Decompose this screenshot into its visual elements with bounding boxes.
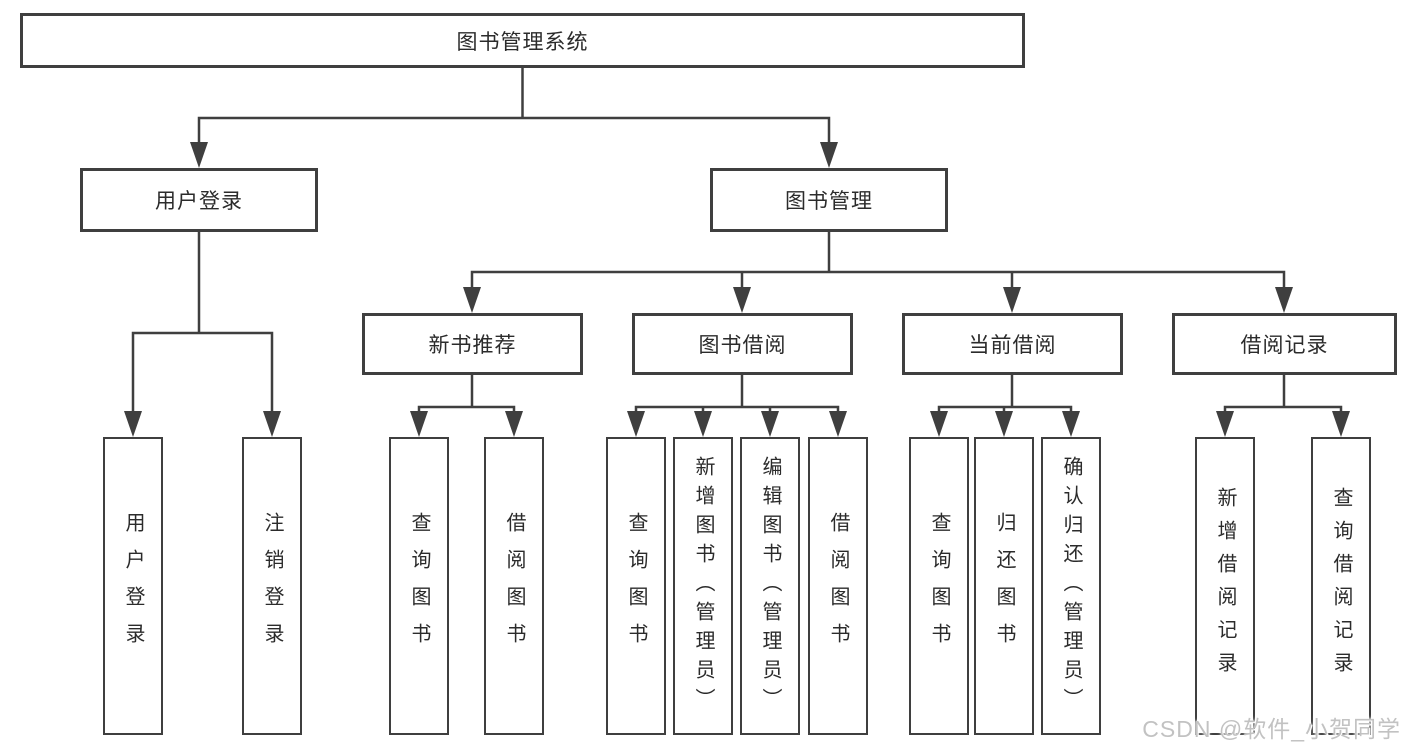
node-new-book-recommendation: 新书推荐 bbox=[362, 313, 583, 375]
node-book-management: 图书管理 bbox=[710, 168, 948, 232]
leaf-label: 用户登录 bbox=[122, 512, 144, 660]
leaf-add-books-admin: 新增图书（管理员） bbox=[673, 437, 733, 735]
node-current-borrowing: 当前借阅 bbox=[902, 313, 1123, 375]
leaf-label: 借阅图书 bbox=[827, 512, 849, 660]
node-user-login: 用户登录 bbox=[80, 168, 318, 232]
leaf-label: 查询借阅记录 bbox=[1330, 487, 1352, 685]
leaf-return-books: 归还图书 bbox=[974, 437, 1034, 735]
arrowheads bbox=[124, 142, 1350, 437]
node-label: 图书管理系统 bbox=[456, 30, 589, 54]
node-label: 新书推荐 bbox=[428, 334, 517, 357]
connector-paths bbox=[131, 68, 1343, 412]
leaf-label: 新增借阅记录 bbox=[1214, 487, 1236, 685]
leaf-label: 查询图书 bbox=[408, 512, 430, 660]
node-borrowing-records: 借阅记录 bbox=[1172, 313, 1397, 375]
node-label: 图书管理 bbox=[785, 190, 873, 213]
leaf-label: 注销登录 bbox=[261, 512, 283, 660]
leaf-confirm-return-admin: 确认归还（管理员） bbox=[1041, 437, 1101, 735]
leaf-query-books-current: 查询图书 bbox=[909, 437, 969, 735]
leaf-logout: 注销登录 bbox=[242, 437, 302, 735]
leaf-query-books-borrow: 查询图书 bbox=[606, 437, 666, 735]
node-library-management-system: 图书管理系统 bbox=[20, 13, 1025, 68]
leaf-label: 借阅图书 bbox=[503, 512, 525, 660]
leaf-borrow-books-recommend: 借阅图书 bbox=[484, 437, 544, 735]
leaf-label: 查询图书 bbox=[625, 512, 647, 660]
leaf-label: 编辑图书（管理员） bbox=[759, 455, 781, 717]
node-book-borrowing: 图书借阅 bbox=[632, 313, 853, 375]
leaf-label: 新增图书（管理员） bbox=[692, 455, 714, 717]
node-label: 借阅记录 bbox=[1240, 334, 1329, 357]
leaf-add-borrow-record: 新增借阅记录 bbox=[1195, 437, 1255, 735]
leaf-query-books-recommend: 查询图书 bbox=[389, 437, 449, 735]
leaf-label: 查询图书 bbox=[928, 512, 950, 660]
leaf-user-login: 用户登录 bbox=[103, 437, 163, 735]
leaf-label: 归还图书 bbox=[993, 512, 1015, 660]
leaf-label: 确认归还（管理员） bbox=[1060, 455, 1082, 717]
leaf-query-borrow-record: 查询借阅记录 bbox=[1311, 437, 1371, 735]
csdn-watermark: CSDN @软件_小贺同学 bbox=[1142, 716, 1401, 742]
node-label: 图书借阅 bbox=[698, 334, 787, 357]
leaf-edit-books-admin: 编辑图书（管理员） bbox=[740, 437, 800, 735]
node-label: 用户登录 bbox=[155, 190, 243, 213]
leaf-borrow-books: 借阅图书 bbox=[808, 437, 868, 735]
node-label: 当前借阅 bbox=[968, 334, 1057, 357]
